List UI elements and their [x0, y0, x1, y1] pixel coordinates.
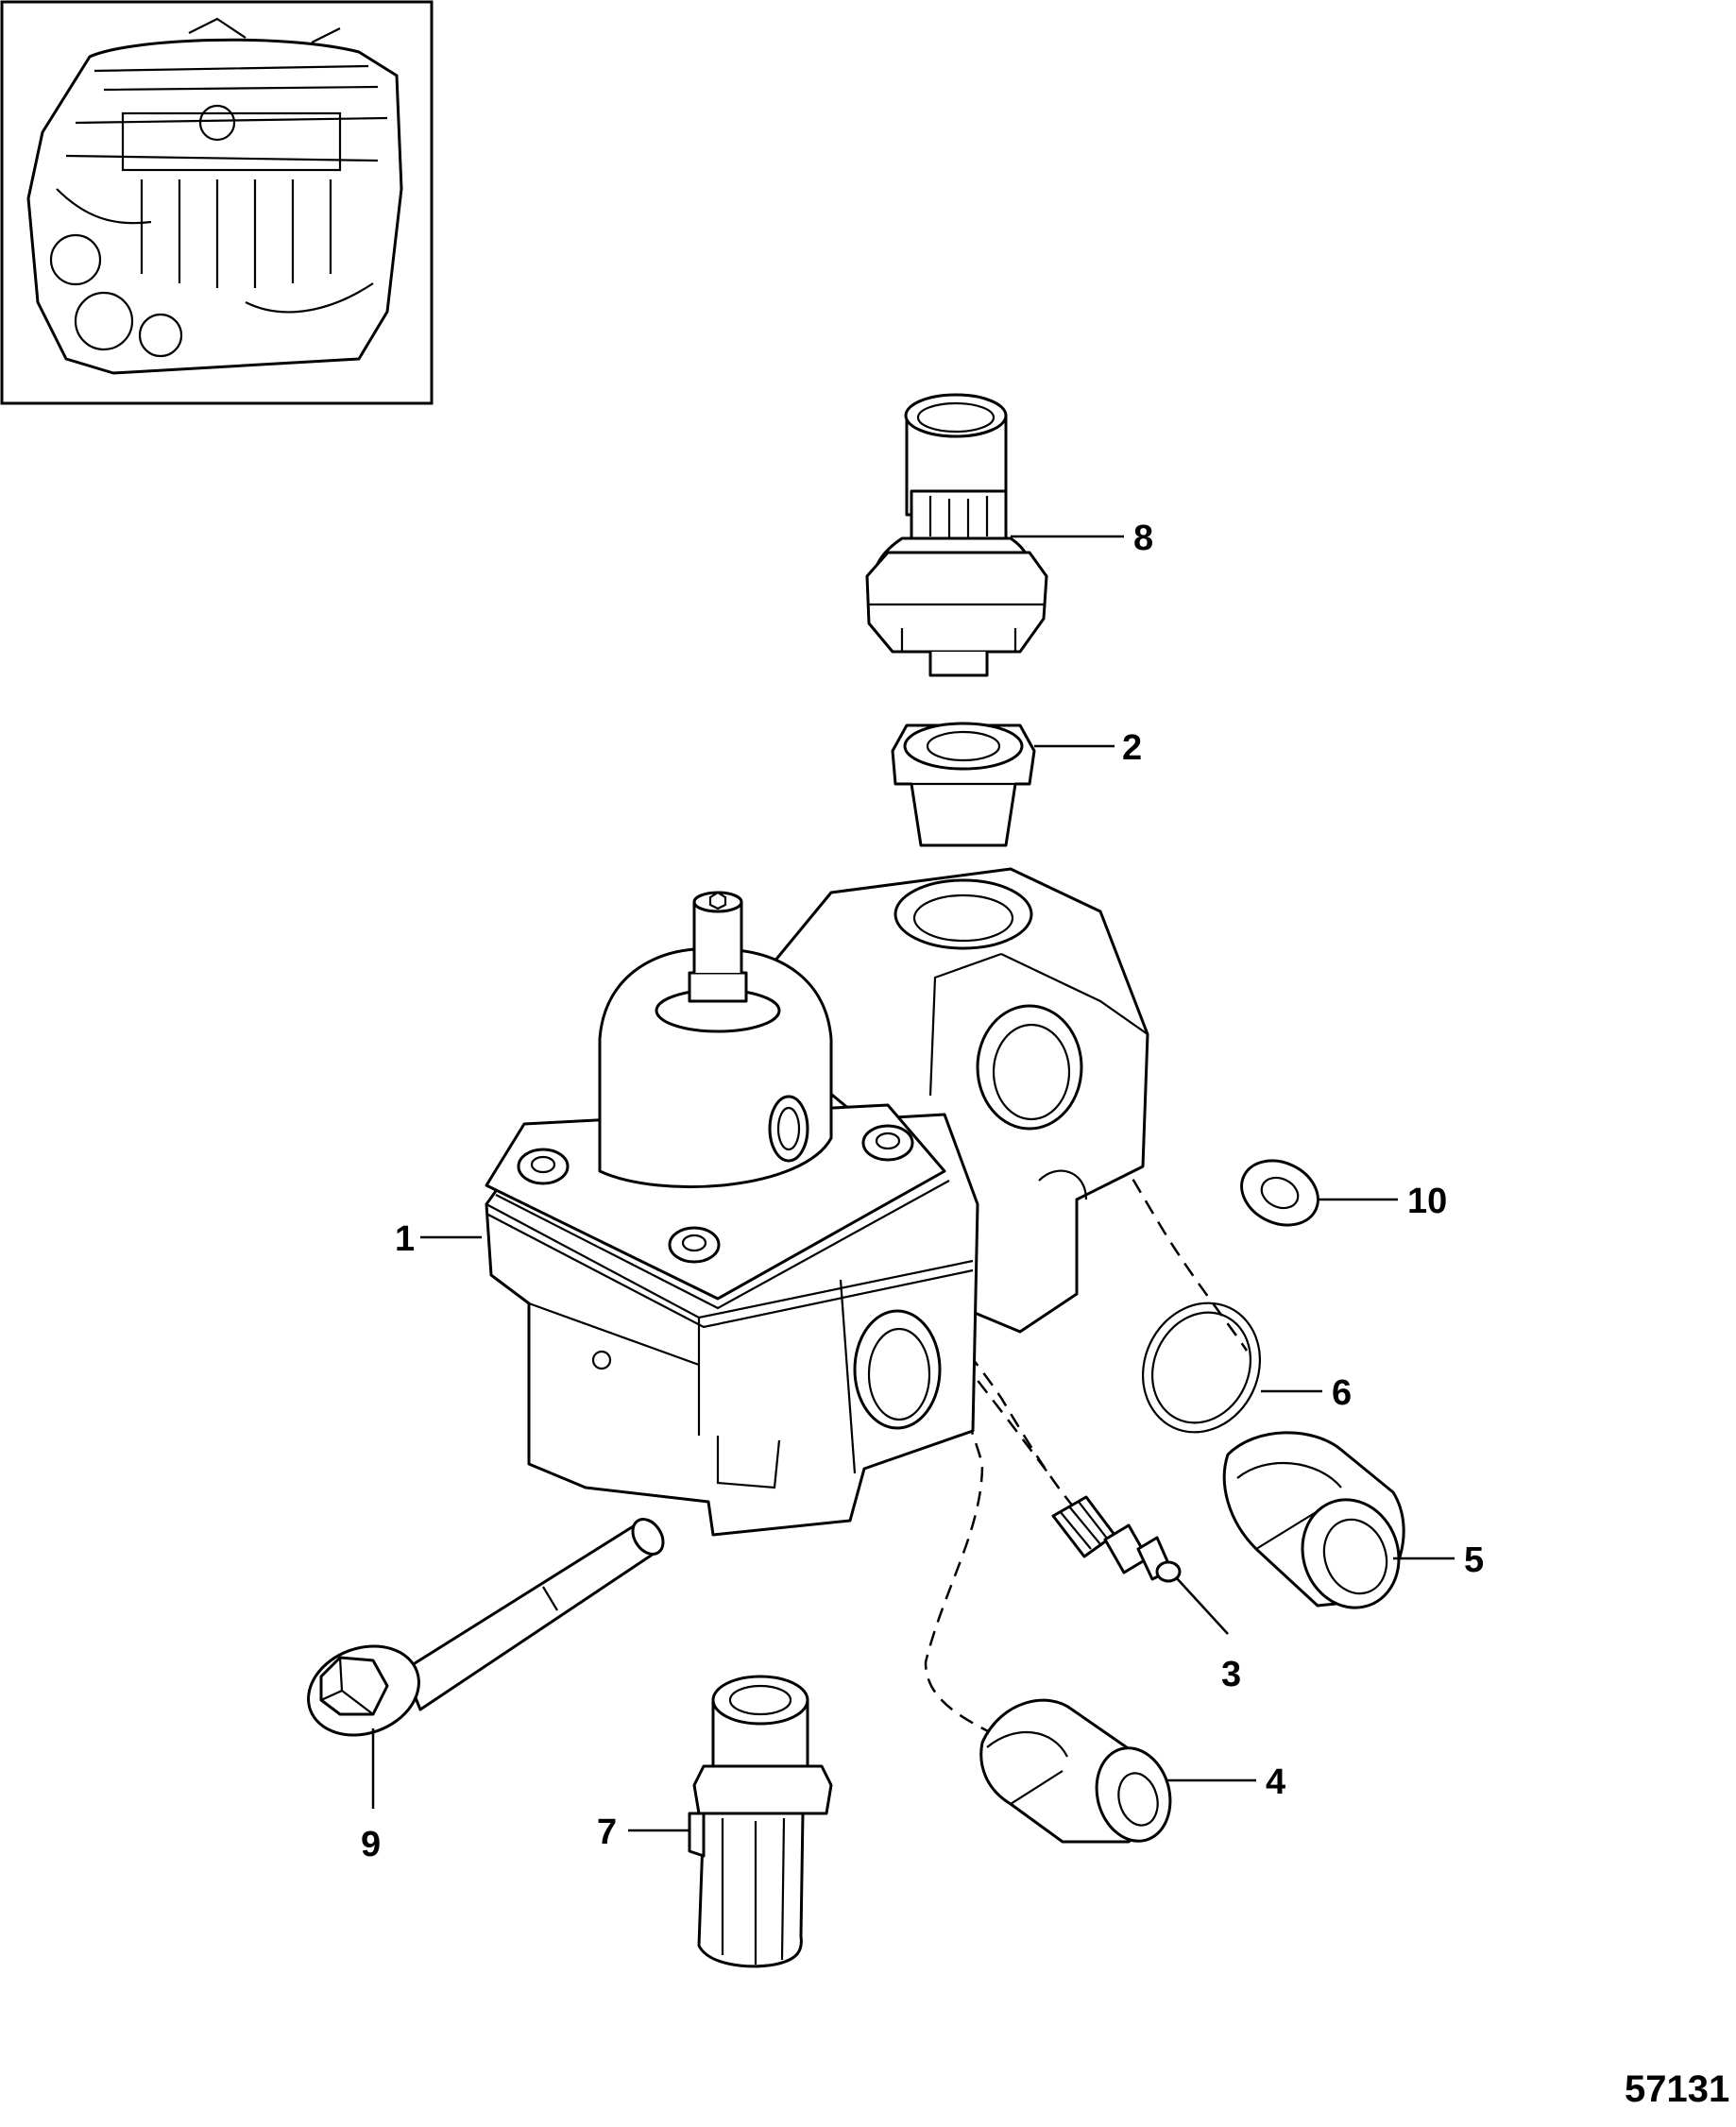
callout-9: 9: [361, 1825, 381, 1864]
callout-2: 2: [1122, 728, 1142, 768]
callout-leader-lines: [371, 535, 1455, 1832]
figure-id: 57131: [1625, 2068, 1729, 2110]
part-4-flare-fitting: [979, 1698, 1172, 1844]
callout-4: 4: [1266, 1762, 1285, 1802]
callout-1: 1: [395, 1219, 415, 1259]
callout-10: 10: [1407, 1182, 1447, 1221]
callout-labels: 8 2 1 10 6 5 3 4 7 9: [361, 519, 1484, 1864]
part-5-fitting: [1222, 1431, 1405, 1609]
callout-5: 5: [1464, 1540, 1484, 1580]
part-1-housing: [485, 867, 1149, 1537]
callout-3: 3: [1221, 1655, 1241, 1694]
callout-8: 8: [1133, 519, 1153, 558]
part-10-washer: [1240, 1159, 1319, 1227]
part-6-o-ring: [1141, 1302, 1262, 1434]
engine-locator-inset: [0, 0, 434, 405]
callout-6: 6: [1332, 1373, 1352, 1413]
part-9-bolt: [307, 1518, 665, 1737]
part-7-temperature-sensor: [688, 1675, 833, 1968]
part-2-plug-fitting: [891, 722, 1036, 847]
part-3-barb-fitting: [1051, 1495, 1182, 1583]
callout-7: 7: [597, 1812, 617, 1852]
engine-thumbnail-icon: [26, 17, 403, 375]
flange-bolt-heads: [517, 1124, 914, 1264]
part-8-pressure-sensor: [865, 393, 1048, 677]
